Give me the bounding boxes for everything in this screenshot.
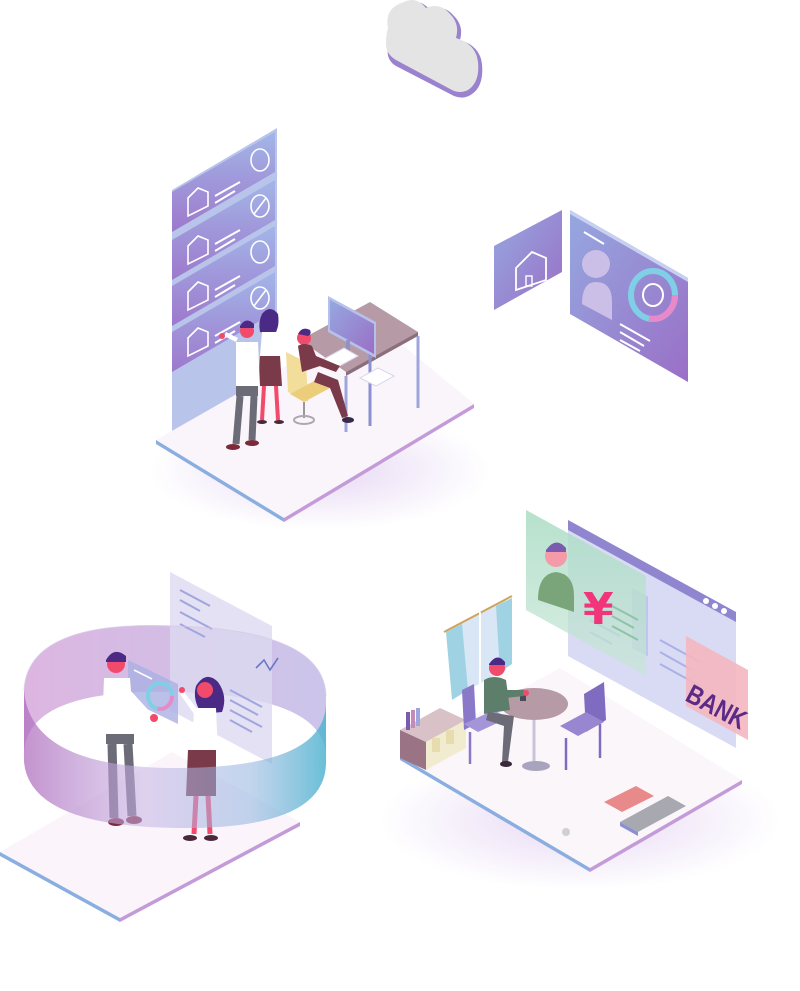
home-icon (187, 187, 209, 218)
person-avatar-icon (538, 542, 574, 612)
book (406, 712, 410, 730)
server-panel-2 (172, 180, 275, 280)
server-panel-1 (172, 132, 275, 232)
floor-spot (562, 828, 570, 836)
standing-woman (257, 309, 284, 424)
seated-customer (484, 657, 529, 767)
office-scene (150, 296, 490, 530)
office-floor (156, 318, 474, 518)
cloud-icon (386, 0, 483, 98)
currency-icon: ¥ (583, 584, 614, 635)
circle-indicator-icon (250, 240, 270, 264)
blocked-icon (250, 194, 270, 218)
profile-panels (494, 210, 688, 382)
home-icon (187, 235, 209, 266)
blocked-icon (250, 286, 270, 310)
paper-document (358, 367, 396, 387)
book (411, 710, 415, 728)
window-control-icon (712, 603, 718, 609)
data-screen-tall (170, 572, 279, 764)
data-screen-small (128, 660, 178, 724)
home-panel (494, 210, 562, 310)
chair-front (560, 682, 606, 770)
shelf (400, 708, 466, 770)
donut-chart-icon (628, 268, 678, 322)
window-control-icon (703, 598, 709, 604)
hologram-ring-front (24, 690, 326, 829)
home-icon (515, 250, 547, 292)
hologram-scene (0, 572, 327, 922)
profile-panel (570, 210, 688, 382)
donut-chart-icon (146, 681, 174, 711)
red-mat (604, 786, 654, 812)
smartphone-icon (520, 692, 526, 701)
home-icon (187, 327, 209, 358)
line-graph-icon (255, 657, 279, 672)
server-panel-4 (172, 272, 275, 372)
person-silhouette-icon (582, 250, 612, 320)
server-panel-3 (172, 226, 275, 326)
window-control-icon (721, 608, 727, 614)
computer-monitor-icon (328, 296, 376, 358)
book (416, 708, 420, 726)
grey-mat (620, 796, 686, 832)
home-icon (187, 281, 209, 312)
standing-man (219, 320, 260, 450)
seated-worker (297, 328, 354, 423)
server-panel-stack (172, 128, 277, 432)
banking-scene: ¥ BANK (380, 510, 780, 890)
account-card: ¥ (526, 510, 646, 676)
circle-indicator-icon (250, 148, 270, 172)
